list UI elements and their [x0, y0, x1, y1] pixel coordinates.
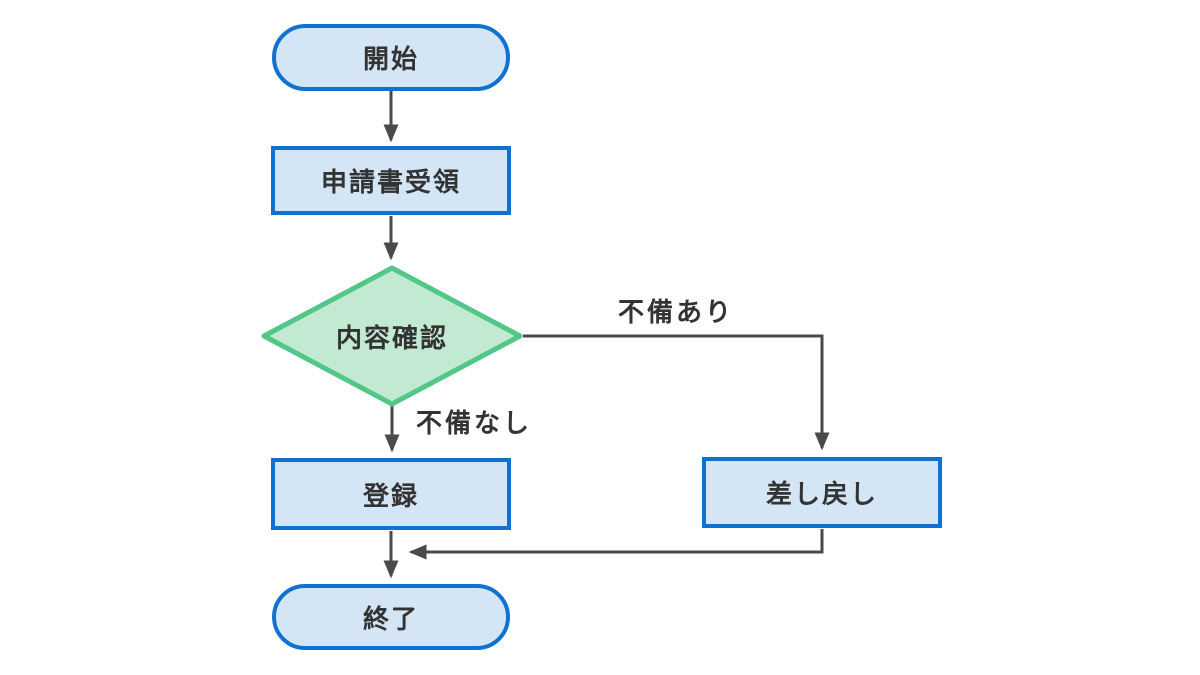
node-receive-label: 申請書受領 — [320, 167, 461, 197]
edge-sendback-merge — [408, 529, 824, 560]
edge-label-defect-found: 不備あり — [618, 297, 735, 327]
node-end-label: 終了 — [362, 603, 419, 634]
node-register-label: 登録 — [362, 480, 419, 511]
decision-diamond-shape — [261, 265, 523, 407]
node-end: 終了 — [272, 584, 510, 650]
edge-label-no-defect: 不備なし — [416, 408, 533, 438]
node-sendback-label: 差し戻し — [765, 479, 878, 509]
node-check: 内容確認 — [259, 264, 525, 408]
node-sendback: 差し戻し — [702, 457, 942, 528]
node-receive: 申請書受領 — [271, 146, 511, 215]
edge-check-sendback — [523, 334, 830, 451]
node-start: 開始 — [272, 24, 510, 91]
node-start-label: 開始 — [362, 44, 419, 74]
node-check-label: 内容確認 — [335, 322, 448, 353]
node-register: 登録 — [271, 458, 511, 530]
